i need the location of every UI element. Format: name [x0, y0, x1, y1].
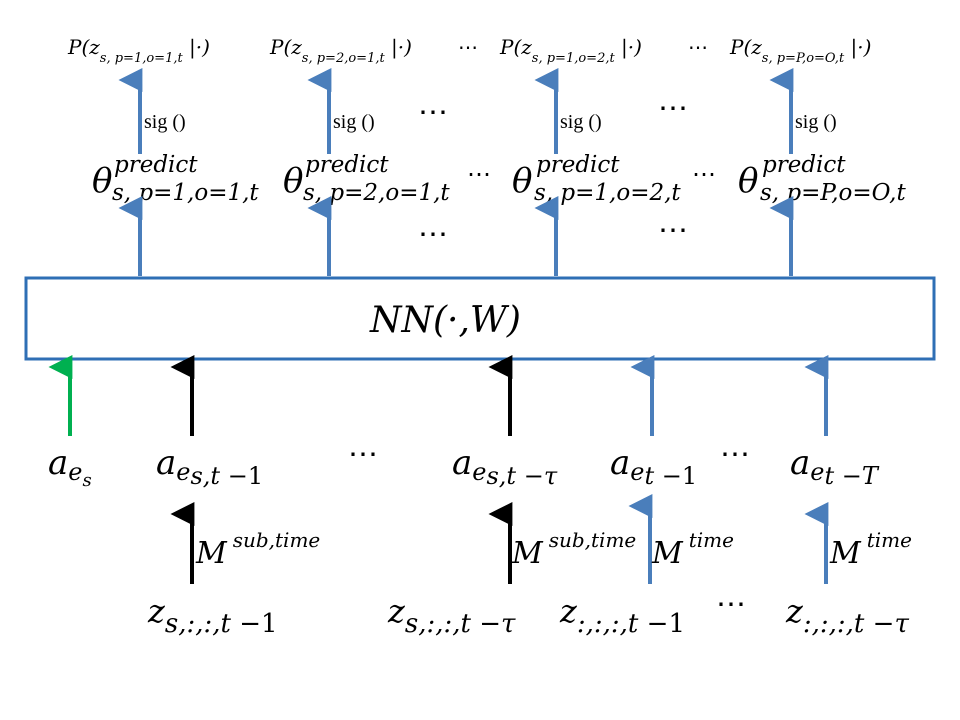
sig-label-1: sig () — [144, 111, 186, 133]
ellipsis-sig-1: ⋯ — [418, 96, 448, 129]
ellipsis-input-2: ⋯ — [720, 438, 750, 471]
theta-predict-2: θ predict s, p=2,o=1,t — [283, 152, 450, 206]
svg-text:s, p=2,o=1,t: s, p=2,o=1,t — [303, 180, 450, 206]
input-a-es-t-1: aes,t −1 — [156, 443, 263, 490]
svg-text:s, p=1,o=1,t: s, p=1,o=1,t — [112, 180, 259, 206]
svg-text:θ: θ — [283, 161, 303, 201]
z-s-t-tau: zs,:,:,t −τ — [387, 592, 516, 639]
ellipsis-input-1: ⋯ — [348, 438, 378, 471]
theta-predict-1: θ predict s, p=1,o=1,t — [92, 152, 259, 206]
input-a-et-T: aet −T — [790, 443, 880, 490]
svg-text:s, p=P,o=O,t: s, p=P,o=O,t — [760, 180, 906, 206]
output-prob-label-2: P(zs, p=2,o=1,t |·) — [269, 35, 412, 66]
z-all-t-tau: z:,:,:,t −τ — [785, 592, 909, 639]
svg-text:predict: predict — [536, 152, 620, 178]
output-prob-label-4: P(zs, p=P,o=O,t |·) — [729, 35, 871, 66]
input-a-et-1: aet −1 — [610, 443, 697, 490]
sig-label-2: sig () — [333, 111, 375, 133]
sig-label-4: sig () — [795, 111, 837, 133]
z-s-t-1: zs,:,:,t −1 — [147, 592, 278, 639]
theta-predict-4: θ predict s, p=P,o=O,t — [738, 152, 906, 206]
input-a-es: aes — [48, 443, 92, 491]
output-prob-label-1: P(zs, p=1,o=1,t |·) — [67, 35, 210, 66]
svg-text:predict: predict — [305, 152, 389, 178]
output-prob-label-3: P(zs, p=1,o=2,t |·) — [499, 35, 642, 66]
ellipsis-theta-1: ⋯ — [467, 162, 491, 188]
ellipsis-theta-2: ⋯ — [692, 162, 716, 188]
ellipsis-nn-2: ⋯ — [658, 214, 688, 247]
svg-text:θ: θ — [512, 161, 532, 201]
input-a-es-t-tau: aes,t −τ — [452, 443, 558, 490]
ellipsis-z: ⋯ — [716, 588, 746, 621]
theta-predict-3: θ predict s, p=1,o=2,t — [512, 152, 681, 206]
ellipsis-top-1: ⋯ — [458, 37, 478, 59]
svg-text:predict: predict — [762, 152, 846, 178]
svg-text:predict: predict — [114, 152, 198, 178]
ellipsis-top-2: ⋯ — [688, 37, 708, 59]
svg-text:s, p=1,o=2,t: s, p=1,o=2,t — [534, 180, 681, 206]
svg-text:θ: θ — [92, 161, 112, 201]
nn-box — [24, 276, 936, 361]
ellipsis-nn-1: ⋯ — [418, 218, 448, 251]
ellipsis-sig-2: ⋯ — [658, 92, 688, 125]
sig-label-3: sig () — [560, 111, 602, 133]
nn-label: NN(·,W) — [369, 300, 521, 341]
svg-text:θ: θ — [738, 161, 758, 201]
z-all-t-1: z:,:,:,t −1 — [559, 592, 685, 639]
